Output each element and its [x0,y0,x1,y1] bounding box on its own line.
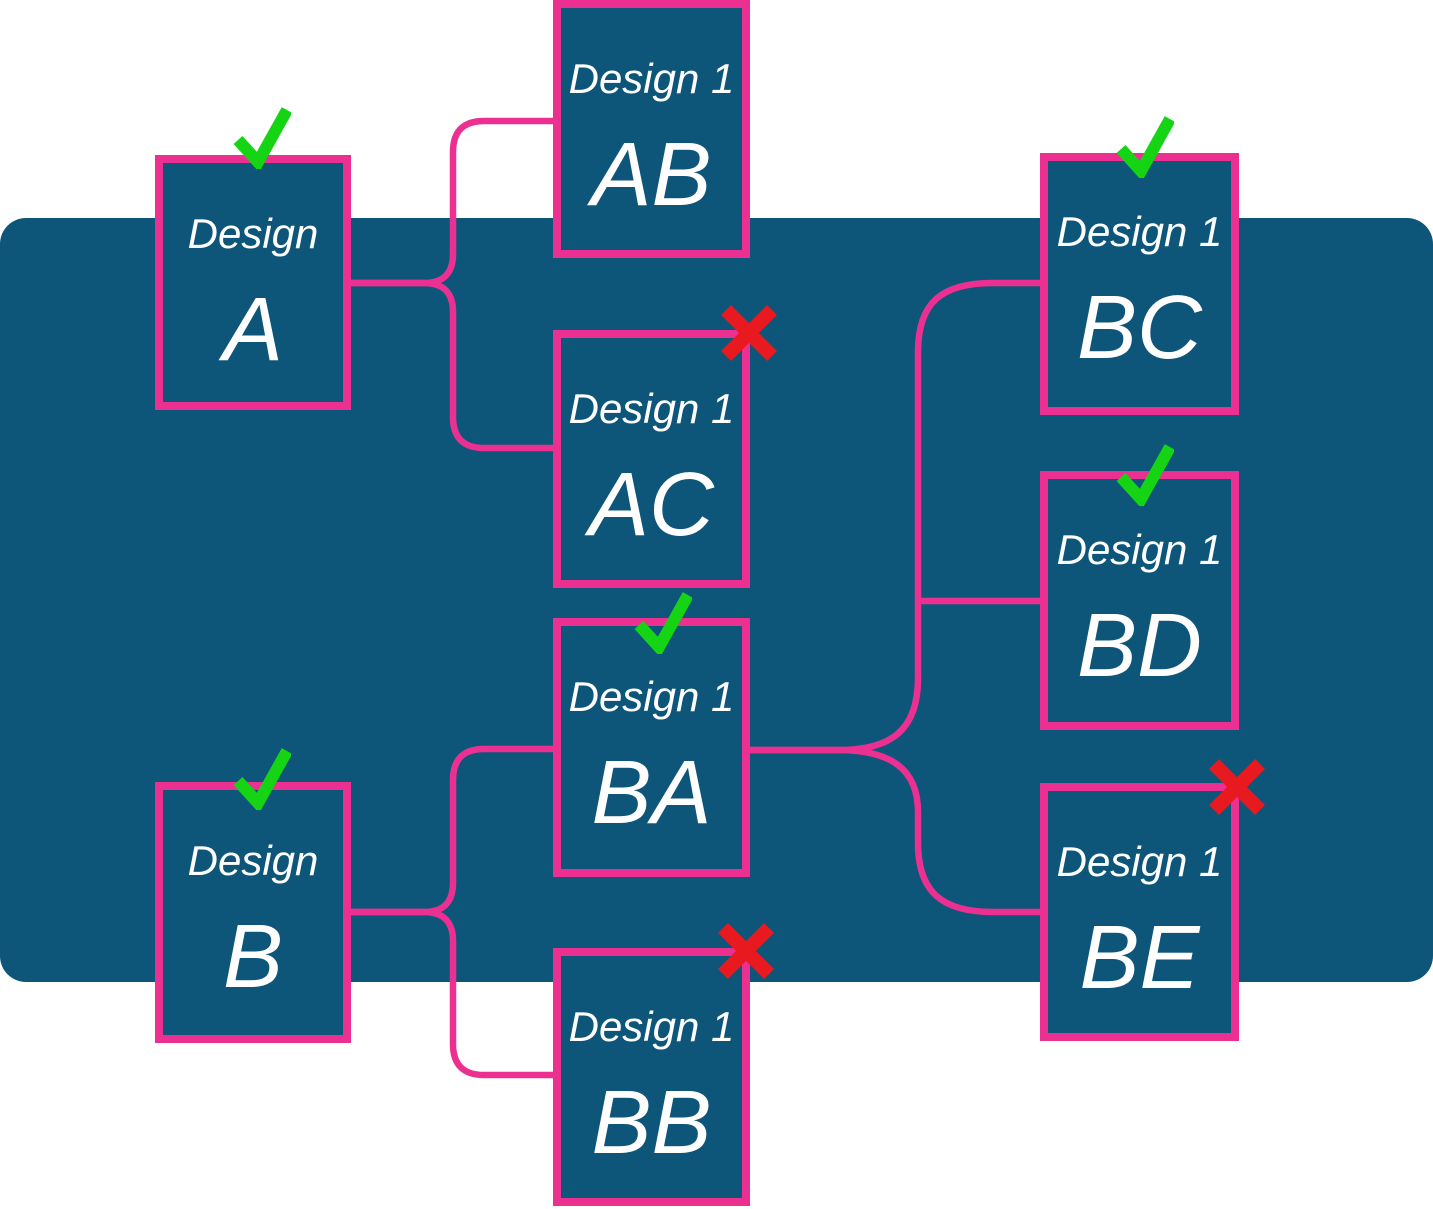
card-B-subtitle: Design [187,837,319,884]
card-AB-subtitle: Design 1 [568,55,735,102]
card-BA-label: BA [591,743,712,843]
card-BD: Design 1 BD [1040,471,1239,730]
card-BA: Design 1 BA [553,618,750,877]
check-icon [233,748,291,810]
card-AC-label: AC [588,455,715,555]
card-BE-label: BE [1079,908,1200,1008]
card-B-label: B [222,907,284,1007]
card-BA-subtitle: Design 1 [568,673,735,720]
card-BE-subtitle: Design 1 [1056,838,1223,885]
card-A: Design A [155,155,351,410]
card-BD-subtitle: Design 1 [1056,526,1223,573]
card-AC-subtitle: Design 1 [568,385,735,432]
card-AB: Design 1 AB [553,0,750,258]
card-AB-label: AB [591,125,712,225]
card-BB-subtitle: Design 1 [568,1003,735,1050]
connector-b-to-ba [345,745,557,916]
connector-b-to-bb [345,908,557,1079]
card-A-subtitle: Design [187,210,319,257]
check-icon [1116,444,1174,506]
card-BD-label: BD [1076,596,1203,696]
card-BC-label: BC [1076,278,1203,378]
cross-icon [1209,759,1265,815]
card-BE: Design 1 BE [1040,783,1239,1041]
card-AC: Design 1 AC [553,330,750,588]
connector-a-to-ab [345,117,557,287]
cross-icon [718,923,774,979]
connector-ba-to-be [744,746,1044,916]
cross-icon [721,305,777,361]
connector-a-to-ac [345,279,557,452]
card-BC-subtitle: Design 1 [1056,208,1223,255]
check-icon [1116,116,1174,178]
card-BB-label: BB [591,1073,712,1173]
check-icon [233,107,291,169]
connector-ba-to-bc [744,279,1044,754]
card-BC: Design 1 BC [1040,153,1239,415]
card-B: Design B [155,782,351,1043]
card-A-label: A [222,280,284,380]
check-icon [634,592,692,654]
card-BB: Design 1 BB [553,948,750,1206]
